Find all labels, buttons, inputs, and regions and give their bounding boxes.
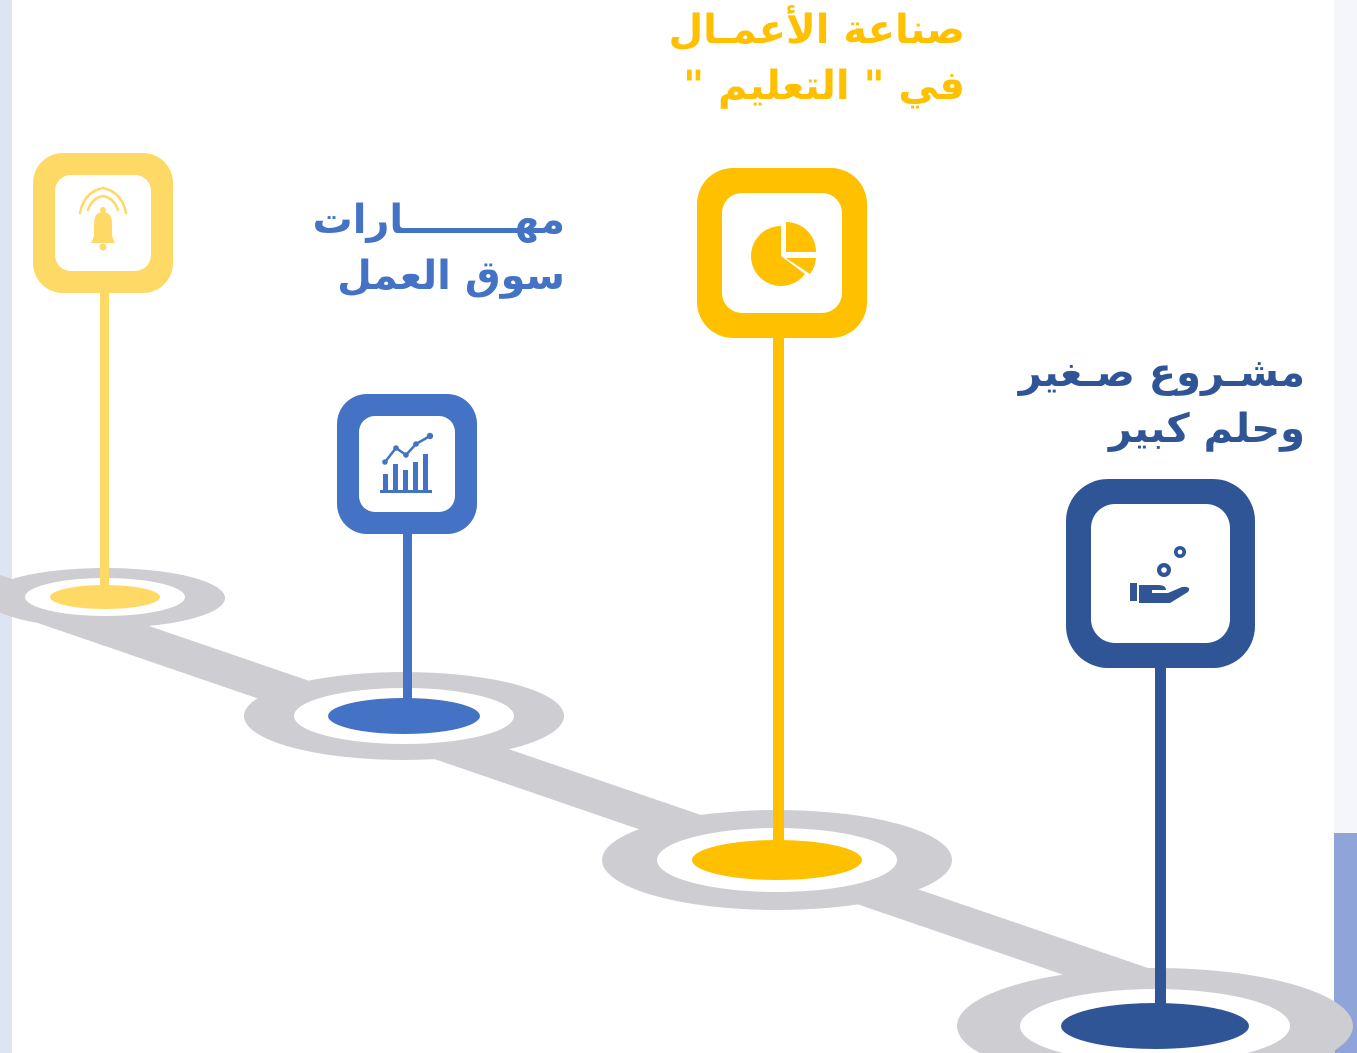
station-3 xyxy=(602,168,952,910)
left-edge-strip xyxy=(0,0,12,1053)
step-4-title-line-1: مشـروع صـغير xyxy=(1018,350,1305,396)
hand-coins-icon xyxy=(1130,546,1190,603)
step-4-title-line-2: وحلم كبير xyxy=(1108,406,1305,452)
station-1 xyxy=(0,153,225,628)
step-3-title-line-1: صناعة الأعمـال xyxy=(668,7,965,53)
right-edge-strip xyxy=(1334,0,1357,1053)
step-2-title-line-2: سوق العمل xyxy=(337,253,565,299)
step-4-title: مشـروع صـغير وحلم كبير xyxy=(1019,345,1305,457)
step-3-title: صناعة الأعمـال في " التعليم " xyxy=(668,2,965,114)
station-2 xyxy=(244,394,564,760)
station-4 xyxy=(957,479,1353,1053)
pie-chart-icon xyxy=(751,222,816,286)
right-accent-bar xyxy=(1334,833,1357,1053)
step-2-title-line-1: مهــــــــارات xyxy=(312,197,566,243)
step-2-title: مهــــــــارات سوق العمل xyxy=(313,192,566,304)
growth-chart-icon xyxy=(380,432,434,493)
step-3-title-line-2: في " التعليم " xyxy=(683,63,965,109)
alarm-bell-icon xyxy=(78,186,128,251)
